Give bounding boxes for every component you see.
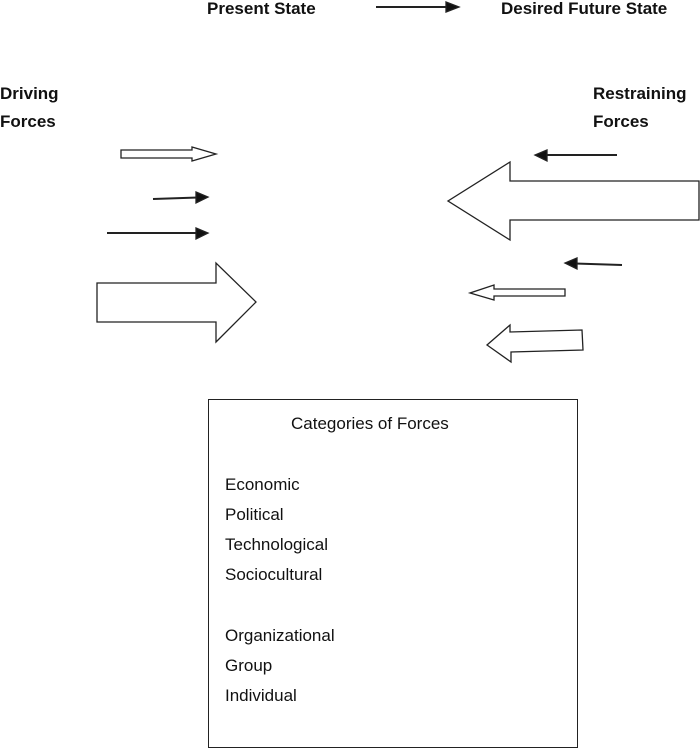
driving-arrow-1 xyxy=(120,146,219,162)
category-item: Political xyxy=(225,505,284,524)
category-item: Technological xyxy=(225,535,329,554)
categories-box: Categories of Forces Economic Political … xyxy=(208,399,578,748)
restraining-arrow-5 xyxy=(485,323,584,364)
desired-state-label: Desired Future State xyxy=(501,0,668,18)
transition-arrow xyxy=(376,1,461,13)
present-state-label: Present State xyxy=(207,0,316,18)
categories-title: Categories of Forces xyxy=(291,414,449,433)
driving-line1: Driving xyxy=(0,84,59,103)
restraining-arrow-1 xyxy=(533,149,617,163)
restraining-arrow-3 xyxy=(563,257,623,271)
restraining-arrow-4 xyxy=(467,284,566,301)
category-item: Organizational xyxy=(225,626,335,645)
category-item: Economic xyxy=(225,475,300,494)
driving-arrow-2 xyxy=(152,191,210,205)
category-item: Group xyxy=(225,656,273,675)
restraining-line1: Restraining xyxy=(593,84,687,103)
restraining-arrow-2 xyxy=(446,160,700,242)
driving-arrow-3 xyxy=(107,227,210,241)
driving-line2: Forces xyxy=(0,112,56,131)
category-item: Individual xyxy=(225,686,297,705)
driving-arrow-4 xyxy=(96,261,257,344)
restraining-line2: Forces xyxy=(593,112,649,131)
category-item: Sociocultural xyxy=(225,565,323,584)
